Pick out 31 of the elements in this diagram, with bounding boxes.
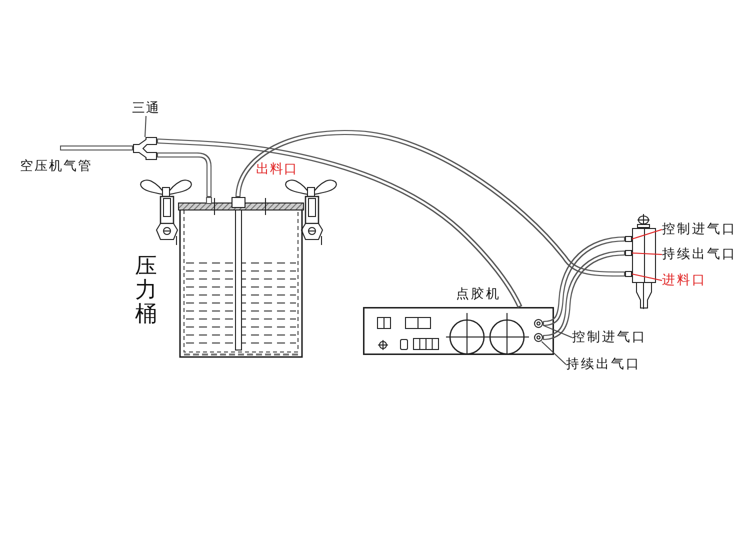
leader-line <box>541 341 566 365</box>
hose <box>157 152 212 197</box>
hose-label: 空压机气管 <box>20 159 92 174</box>
hose <box>156 138 522 308</box>
leader-line <box>542 324 572 338</box>
hose <box>542 236 626 326</box>
valve-port <box>625 271 632 277</box>
port-label: 控制进气口 <box>572 330 647 345</box>
valve-port <box>625 236 632 242</box>
air-port <box>534 319 543 328</box>
tee-fitting <box>133 137 157 160</box>
port-label: 控制进气口 <box>662 222 737 237</box>
port-label: 持续出气口 <box>662 247 737 262</box>
hose <box>60 146 133 150</box>
hose <box>236 130 625 276</box>
hose <box>542 250 626 340</box>
port-label: 持续出气口 <box>566 357 641 372</box>
air-port <box>534 333 543 342</box>
port-label: 进料口 <box>662 273 707 288</box>
valve-body <box>632 228 656 283</box>
leader-line <box>144 116 146 138</box>
leader-line <box>632 252 662 255</box>
outlet-label: 出料口 <box>256 162 298 177</box>
valve-port <box>625 250 632 256</box>
leader-line <box>632 274 662 281</box>
pressure-tank <box>178 197 304 360</box>
leader-line <box>632 229 662 240</box>
machine-label: 点胶机 <box>456 287 501 302</box>
dispenser-control-panel <box>363 307 554 355</box>
fitting-label: 三通 <box>132 101 160 116</box>
tank-label: 压力桶 <box>135 255 157 328</box>
